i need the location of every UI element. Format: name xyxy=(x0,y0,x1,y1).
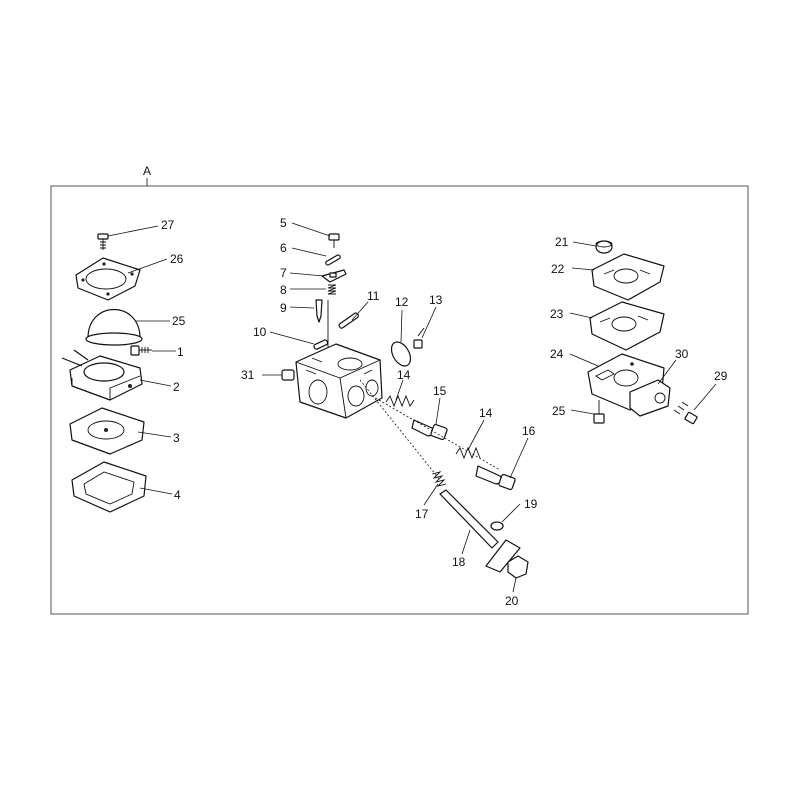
callout-17: 17 xyxy=(415,507,429,521)
leader-23 xyxy=(569,312,593,319)
leader-2 xyxy=(139,379,172,387)
part-9-needle xyxy=(315,299,323,323)
part-5-screw xyxy=(328,233,340,248)
callout-20: 20 xyxy=(505,594,519,608)
leader-7 xyxy=(289,272,325,277)
callout-28: 27 xyxy=(161,218,175,232)
leader-10 xyxy=(269,331,315,345)
callout-24: 24 xyxy=(550,347,564,361)
leader-19 xyxy=(501,503,521,523)
diagram-frame xyxy=(50,185,749,615)
part-23-plate xyxy=(589,301,665,351)
frame-label: A xyxy=(143,164,151,178)
callout-8: 8 xyxy=(280,283,287,297)
callout-19: 19 xyxy=(524,497,538,511)
leader-5 xyxy=(291,222,331,237)
part-16-adjusting-screw xyxy=(475,465,516,491)
callout-30: 30 xyxy=(675,347,689,361)
callout-31: 31 xyxy=(241,368,255,382)
leader-13 xyxy=(421,306,437,339)
part-30-fitting xyxy=(629,379,671,417)
part-12-throttle-plate xyxy=(390,341,412,367)
callout-21: 21 xyxy=(555,235,569,249)
callout-10: 10 xyxy=(253,325,267,339)
part-18-throttle-lever xyxy=(439,489,521,573)
part-19-washer xyxy=(490,521,504,531)
callout-1: 1 xyxy=(177,345,184,359)
part-21-cap xyxy=(595,240,613,254)
leader-16 xyxy=(509,437,529,479)
leader-18 xyxy=(461,529,471,555)
callout-18: 18 xyxy=(452,555,466,569)
leader-11 xyxy=(351,301,369,321)
part-13-screw xyxy=(413,327,425,349)
part-14-spring-lower xyxy=(455,446,481,460)
callout-14-lower: 14 xyxy=(479,406,493,420)
part-31-plug xyxy=(281,369,295,381)
leader-21 xyxy=(572,241,597,247)
part-17-spring xyxy=(431,471,447,487)
leader-30 xyxy=(657,359,677,385)
leader-17 xyxy=(423,483,439,506)
leader-15 xyxy=(435,397,441,425)
callout-5: 5 xyxy=(280,216,287,230)
part-28-screw xyxy=(97,233,109,250)
part-4-gasket xyxy=(71,461,147,513)
callout-29: 29 xyxy=(714,369,728,383)
callout-7: 7 xyxy=(280,266,287,280)
part-6-pin xyxy=(325,254,341,266)
part-25-screw xyxy=(593,400,605,424)
leader-20 xyxy=(512,577,517,593)
leader-24 xyxy=(569,353,599,367)
callout-6: 6 xyxy=(280,241,287,255)
callout-14-upper: 14 xyxy=(397,368,411,382)
callout-16: 16 xyxy=(522,424,536,438)
leader-9 xyxy=(289,306,315,309)
leader-6 xyxy=(291,247,327,257)
part-29-screw xyxy=(673,401,698,425)
callout-3: 3 xyxy=(173,431,180,445)
leader-29 xyxy=(693,383,717,411)
leader-4 xyxy=(139,487,173,495)
part-2-pump-body xyxy=(61,349,143,401)
leader-14a xyxy=(395,379,404,401)
leader-22 xyxy=(571,267,595,271)
part-26-primer-bulb xyxy=(85,308,143,346)
callout-15: 15 xyxy=(433,384,447,398)
callout-26: 25 xyxy=(172,314,186,328)
callout-11: 11 xyxy=(367,289,380,303)
part-10-valve xyxy=(313,339,329,350)
part-20-nut xyxy=(507,555,529,579)
leader-14b xyxy=(467,419,485,451)
part-7-lever xyxy=(321,269,347,283)
callout-27: 26 xyxy=(170,252,184,266)
callout-9: 9 xyxy=(280,301,287,315)
part-1-screw xyxy=(130,345,152,356)
part-8-spring xyxy=(327,284,337,295)
leader-28 xyxy=(107,225,159,237)
part-27-cover-plate xyxy=(75,257,141,301)
leader-12 xyxy=(400,309,403,343)
part-14-spring-upper xyxy=(385,394,415,408)
leader-3 xyxy=(137,431,172,438)
callout-22: 22 xyxy=(551,262,565,276)
part-15-adjusting-screw xyxy=(411,419,448,441)
carburetor-body xyxy=(295,343,383,419)
leader-25 xyxy=(570,409,595,415)
callout-12: 12 xyxy=(395,295,409,309)
part-3-diaphragm xyxy=(69,407,145,455)
callout-2: 2 xyxy=(173,380,180,394)
part-22-gasket xyxy=(591,253,665,301)
callout-25: 25 xyxy=(552,404,566,418)
leader-27 xyxy=(127,258,168,274)
callout-13: 13 xyxy=(429,293,443,307)
callout-23: 23 xyxy=(550,307,564,321)
part-11-rod xyxy=(338,312,359,329)
callout-4: 4 xyxy=(174,488,181,502)
